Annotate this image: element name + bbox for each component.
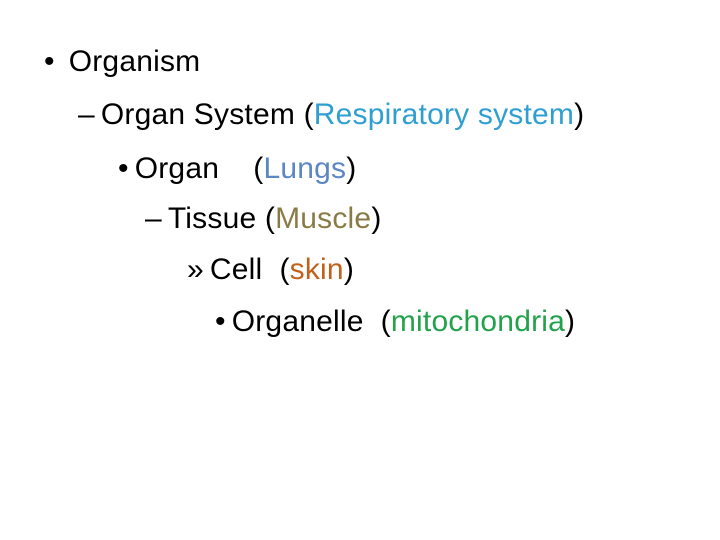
level-label: Organism [68, 45, 201, 78]
example-lungs: Lungs [263, 152, 347, 185]
bullet-dot-icon: • [118, 152, 129, 185]
level-label: Organ System [100, 98, 304, 131]
open-paren: ( [380, 305, 391, 338]
example-respiratory-system: Respiratory system [313, 98, 575, 131]
open-paren: ( [279, 253, 290, 286]
close-paren: ) [574, 98, 585, 131]
level-label: Tissue [167, 202, 265, 235]
open-paren: ( [264, 202, 276, 235]
bullet-level-1: • Organism [44, 44, 200, 80]
close-paren: ) [346, 152, 357, 185]
example-skin: skin [289, 253, 344, 286]
close-paren: ) [565, 305, 576, 338]
bullet-dash-icon: – [78, 98, 95, 131]
bullet-chevron-icon: » [187, 253, 204, 286]
bullet-dot-icon: • [215, 305, 226, 338]
bullet-level-4: –Tissue (Muscle) [145, 201, 382, 237]
bullet-level-6: •Organelle (mitochondria) [215, 304, 575, 340]
level-label: Organ [134, 152, 254, 185]
example-mitochondria: mitochondria [390, 305, 566, 338]
close-paren: ) [371, 202, 382, 235]
bullet-level-3: •Organ (Lungs) [118, 151, 356, 187]
bullet-level-2: –Organ System (Respiratory system) [78, 97, 584, 133]
bullet-level-5: »Cell (skin) [187, 252, 354, 288]
close-paren: ) [343, 253, 355, 286]
level-label: Organelle [231, 305, 381, 338]
level-label: Cell [209, 253, 280, 286]
example-muscle: Muscle [275, 202, 372, 235]
open-paren: ( [303, 98, 314, 131]
bullet-dot-icon: • [44, 45, 55, 78]
bullet-dash-icon: – [145, 202, 162, 235]
open-paren: ( [253, 152, 264, 185]
